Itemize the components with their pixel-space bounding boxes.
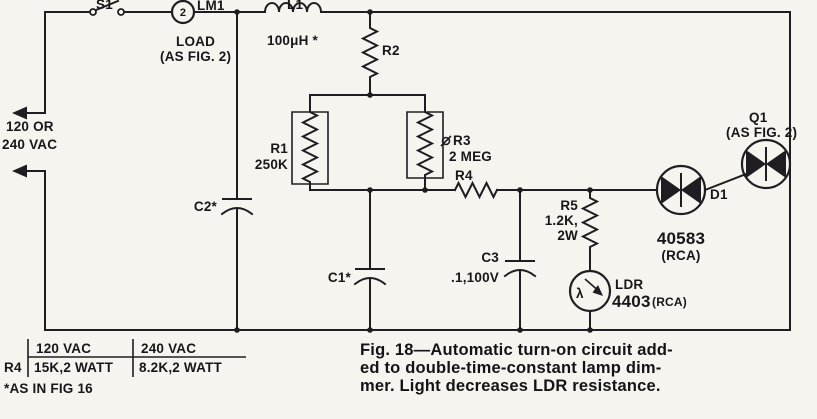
q1-triangle-right <box>766 150 786 178</box>
r4-label: R4 <box>455 168 473 183</box>
ldr-lambda-icon: λ <box>576 286 584 301</box>
left-wire-lower <box>25 170 46 331</box>
junction-dot <box>234 9 240 15</box>
switch-blade <box>94 0 120 12</box>
gate-wire <box>703 172 748 192</box>
ldr-label: LDR <box>615 277 643 292</box>
r1-label: R1 <box>270 141 288 156</box>
ldr-part-label: 4403 <box>612 292 651 311</box>
c2-label: C2* <box>194 199 218 214</box>
d1-mfr-label: (RCA) <box>661 248 700 263</box>
c3-value-label: .1,100V <box>451 270 499 285</box>
capacitor-c2 <box>220 11 254 331</box>
caption-line-2: ed to double-time-constant lamp dim- <box>360 359 661 377</box>
ac-input-arrow-top-icon <box>12 106 27 120</box>
capacitor-c3 <box>503 189 537 331</box>
d1-circle <box>655 164 707 216</box>
junction-dot <box>367 187 373 193</box>
r3-label: R3 <box>453 133 471 148</box>
ac-input-line2-label: 240 VAC <box>2 137 57 152</box>
ldr-arrowhead-icon <box>592 285 603 296</box>
resistor-r2 <box>360 11 380 96</box>
d1-triangle-right <box>681 176 701 204</box>
r1-element <box>300 94 320 191</box>
table-header-240vac: 240 VAC <box>141 341 196 356</box>
lm1-label: LM1 <box>197 0 225 13</box>
s1-label: S1 <box>96 0 113 12</box>
caption-line-3: mer. Light decreases LDR resistance. <box>360 377 661 395</box>
r3-element <box>415 94 435 191</box>
q1-circle <box>740 138 792 190</box>
inductor-l1 <box>263 2 323 14</box>
junction-dot <box>422 187 428 193</box>
component-labels: S1 LM1 LOAD (AS FIG. 2) L1 100μH * R2 R1… <box>2 0 797 311</box>
potentiometer-r1 <box>291 94 329 191</box>
load-fig-label: (AS FIG. 2) <box>160 49 231 64</box>
junction-dot <box>517 187 523 193</box>
triac-q1 <box>740 138 792 190</box>
load-lm1: 2 <box>170 0 196 25</box>
junction-dot <box>234 327 240 333</box>
r5-label: R5 <box>560 198 578 213</box>
potentiometer-r3 <box>406 94 452 191</box>
r4-value-table: R4 120 VAC 240 VAC 15K,2 WATT 8.2K,2 WAT… <box>4 339 246 396</box>
junction-dot <box>587 187 593 193</box>
left-wire-upper <box>25 11 46 114</box>
c3-label: C3 <box>481 250 499 265</box>
table-footnote: *AS IN FIG 16 <box>4 381 93 396</box>
load-label: LOAD <box>176 34 215 49</box>
l1-label: L1 <box>287 0 303 12</box>
capacitor-c1 <box>353 189 387 331</box>
switch-contact-left <box>89 8 97 16</box>
d1-triangle-left <box>661 176 681 204</box>
lm1-inner-label: 2 <box>180 7 186 19</box>
table-row-label: R4 <box>4 360 22 375</box>
ac-input-arrow-bottom-icon <box>12 164 27 178</box>
switch-contact-right <box>117 8 125 16</box>
ldr-mfr-label: (RCA) <box>652 295 687 309</box>
r1-wiper-frame <box>291 111 329 185</box>
r2-label: R2 <box>382 43 400 58</box>
r5-value-label: 1.2K, <box>545 213 578 228</box>
caption-line-1: Fig. 18—Automatic turn-on circuit add- <box>360 341 673 359</box>
q1-fig-label: (AS FIG. 2) <box>726 125 797 140</box>
r3-value-label: 2 MEG <box>449 149 492 164</box>
r5-watt-label: 2W <box>557 228 578 243</box>
c1-label: C1* <box>328 270 352 285</box>
figure-caption: Fig. 18—Automatic turn-on circuit add- e… <box>360 341 673 395</box>
lm1-circle <box>170 0 196 25</box>
d1-part-label: 40583 <box>657 229 705 248</box>
junction-dots <box>234 9 593 333</box>
r1-value-label: 250K <box>255 157 288 172</box>
resistor-r5 <box>580 189 600 272</box>
junction-dot <box>367 9 373 15</box>
switch-s1 <box>89 0 125 16</box>
junction-dot <box>517 327 523 333</box>
q1-label: Q1 <box>749 110 768 125</box>
l1-coil <box>263 2 323 14</box>
junction-dot <box>587 327 593 333</box>
ac-input-line1-label: 120 OR <box>6 119 54 134</box>
r3-wiper-arrow-icon <box>440 135 452 147</box>
q1-triangle-left <box>746 150 766 178</box>
table-value-240vac: 8.2K,2 WATT <box>139 360 223 375</box>
wires <box>12 11 791 331</box>
table-value-120vac: 15K,2 WATT <box>34 360 114 375</box>
d1-label: D1 <box>710 187 728 202</box>
photocell-ldr: λ <box>568 269 612 331</box>
junction-dot <box>367 327 373 333</box>
diac-d1 <box>655 164 707 216</box>
junction-dot <box>367 92 373 98</box>
l1-value-label: 100μH * <box>267 33 318 48</box>
resistor-r4 <box>453 180 499 200</box>
table-header-120vac: 120 VAC <box>36 341 91 356</box>
